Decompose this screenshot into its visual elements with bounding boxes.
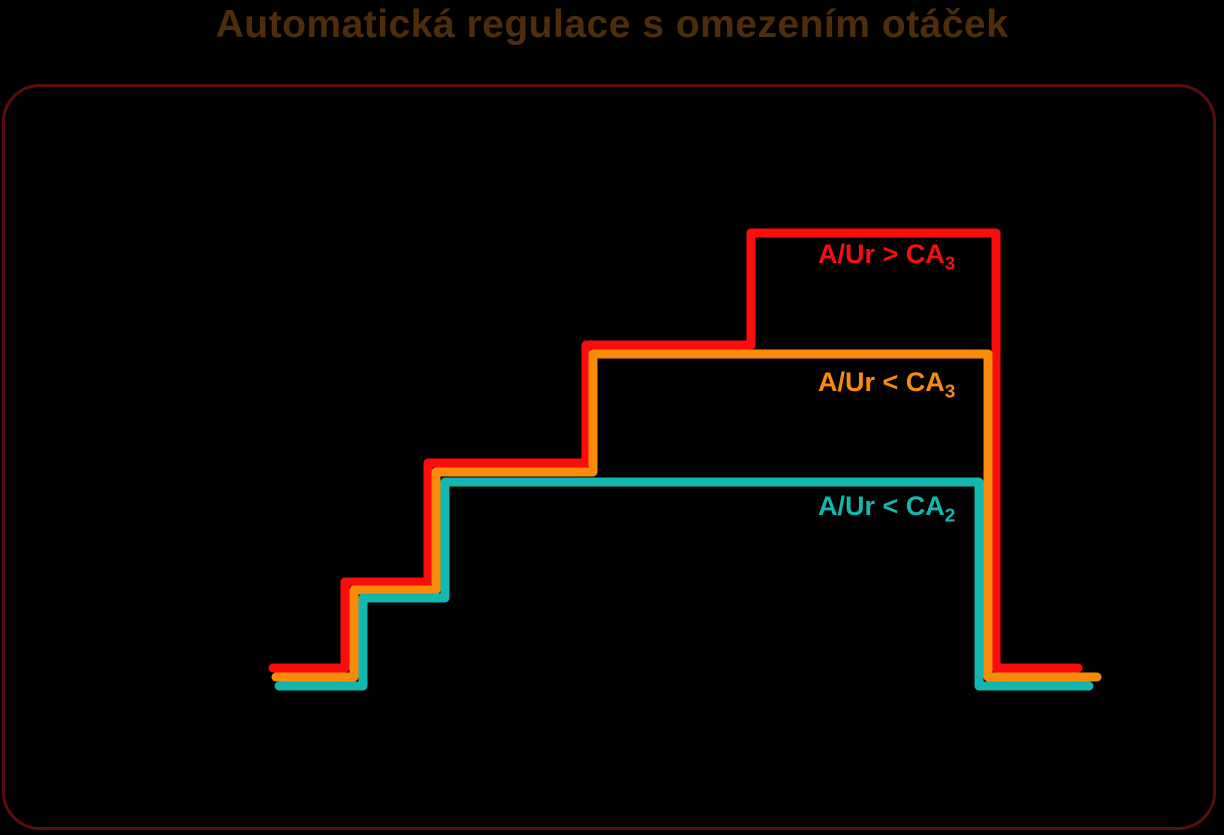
series-line-aur-lt-ca2 xyxy=(274,477,1094,691)
series-label-aur-lt-ca3: A/Ur < CA3 xyxy=(818,367,955,401)
series-label-text: A/Ur > CA xyxy=(818,239,945,269)
series-label-subscript: 3 xyxy=(944,381,956,403)
chart-panel xyxy=(2,84,1216,830)
series-label-text: A/Ur < CA xyxy=(818,367,945,397)
series-line-aur-gt-ca3 xyxy=(268,228,1083,673)
series-line-aur-lt-ca3 xyxy=(271,349,1102,682)
series-label-text: A/Ur < CA xyxy=(818,491,945,521)
page-title: Automatická regulace s omezením otáček xyxy=(215,3,1009,46)
series-label-subscript: 2 xyxy=(944,505,956,527)
series-label-aur-gt-ca3: A/Ur > CA3 xyxy=(818,239,955,273)
series-label-subscript: 3 xyxy=(944,253,956,275)
series-label-aur-lt-ca2: A/Ur < CA2 xyxy=(818,491,955,525)
